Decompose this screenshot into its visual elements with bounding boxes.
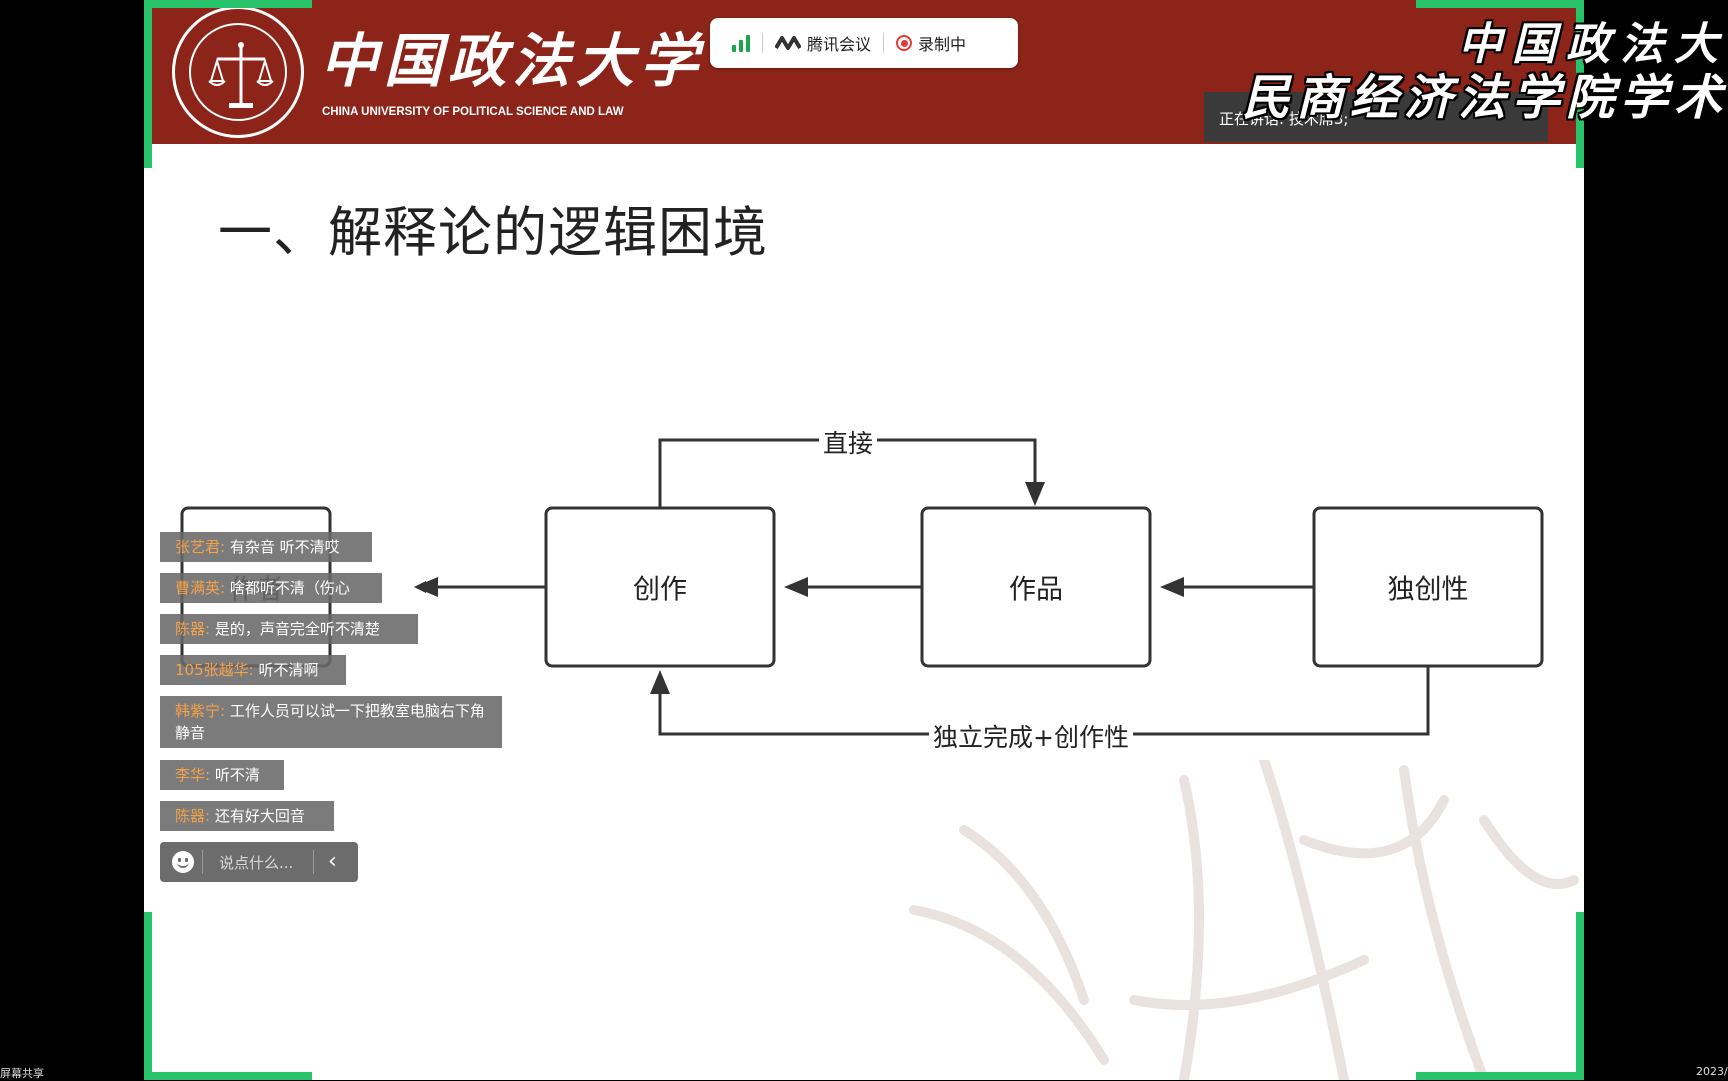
date-label: 2023/ — [1696, 1065, 1728, 1078]
overlay-title-line2: 民商经济法学院学术 — [1241, 70, 1728, 126]
edge-label-direct: 直接 — [818, 424, 878, 460]
screen-share-label: 屏幕共享 — [0, 1067, 44, 1080]
meeting-status-bar[interactable]: 腾讯会议 录制中 — [710, 18, 1018, 68]
share-frame-corner — [144, 912, 152, 1080]
meeting-app-name[interactable]: 腾讯会议 — [807, 35, 872, 54]
share-frame-corner — [1576, 912, 1584, 1080]
chat-message: 李华: 听不清 — [160, 760, 284, 790]
share-frame-corner — [1416, 0, 1584, 8]
chat-input-bar[interactable]: 说点什么... ‹ — [160, 842, 358, 882]
chat-message: 张艺君: 有杂音 听不清哎 — [160, 532, 372, 562]
slide-title: 一、解释论的逻辑困境 — [218, 201, 768, 264]
node-label-originality: 独创性 — [1387, 574, 1469, 606]
chat-message: 陈器: 还有好大回音 — [160, 801, 334, 831]
share-frame-corner — [144, 0, 312, 8]
chat-message: 陈器: 是的，声音完全听不清楚 — [160, 614, 418, 644]
recording-icon — [896, 35, 913, 51]
chat-message: 韩紫宁: 工作人员可以试一下把教室电脑右下角静音 — [160, 696, 502, 748]
slide-header: 中国政法大学 CHINA UNIVERSITY OF POLITICAL SCI… — [144, 0, 1584, 144]
speaking-indicator: 正在讲话: 技术席3; — [1204, 92, 1548, 142]
share-frame-corner — [144, 0, 152, 168]
share-frame-corner — [144, 1072, 312, 1080]
leaf-watermark-icon — [909, 760, 1579, 1080]
chat-message: 105张越华: 听不清啊 — [160, 655, 346, 685]
edge-label-independent: 独立完成+创作性 — [929, 718, 1133, 754]
share-frame-corner — [1416, 1072, 1584, 1080]
university-name-cn: 中国政法大学 — [320, 27, 705, 95]
university-name-en: CHINA UNIVERSITY OF POLITICAL SCIENCE AN… — [322, 106, 624, 118]
recording-status[interactable]: 录制中 — [918, 35, 967, 54]
emoji-icon[interactable] — [172, 851, 194, 873]
chat-message: 曹满英: 啥都听不清（伤心 — [160, 573, 382, 603]
node-label-creation: 创作 — [633, 574, 687, 606]
chat-input[interactable]: 说点什么... — [219, 853, 294, 872]
signal-strength-icon[interactable] — [732, 34, 750, 52]
tencent-meeting-logo-icon — [775, 36, 801, 50]
shared-slide: 中国政法大学 CHINA UNIVERSITY OF POLITICAL SCI… — [144, 0, 1584, 1080]
share-frame-corner — [1576, 0, 1584, 168]
chevron-left-icon[interactable]: ‹ — [328, 849, 337, 874]
overlay-title-line1: 中国政法大 — [1458, 19, 1728, 70]
node-label-work: 作品 — [1009, 574, 1063, 606]
